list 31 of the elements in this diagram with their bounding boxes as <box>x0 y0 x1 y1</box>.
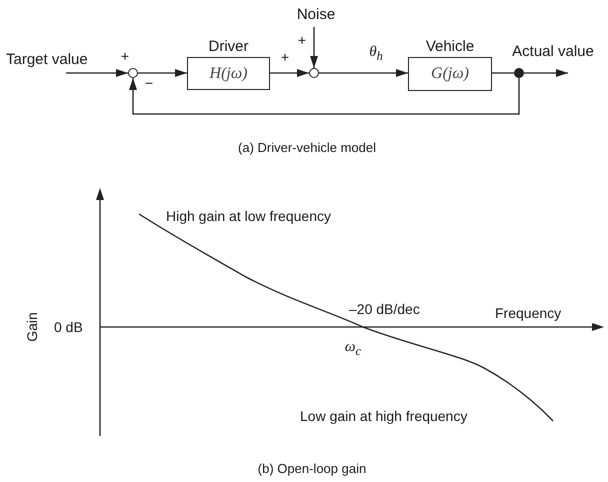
text-label: –20 dB/dec <box>349 300 420 318</box>
signal-arrow <box>319 69 408 77</box>
transfer-function-block: G(jω) <box>408 57 492 91</box>
transfer-function-block: H(jω) <box>187 57 270 90</box>
text-label: − <box>144 74 154 92</box>
figure-caption: (a) Driver-vehicle model <box>238 139 376 157</box>
text-label: + <box>298 31 306 49</box>
summing-junction <box>309 68 319 78</box>
axis-label: 0 dB <box>54 318 83 336</box>
block-heading: Driver <box>208 37 248 57</box>
figure-caption: (b) Open-loop gain <box>258 460 366 478</box>
text-label: High gain at low frequency <box>166 207 331 225</box>
junction-dot <box>514 68 524 78</box>
summing-junction <box>128 68 138 78</box>
text-label: Frequency <box>495 304 562 322</box>
signal-arrow <box>524 69 568 77</box>
block-heading: Vehicle <box>426 37 474 57</box>
signal-arrow <box>66 69 128 77</box>
axis-label: Gain <box>23 312 41 342</box>
signal-arrow <box>310 27 318 68</box>
edge-label: θ$_{h}$ <box>369 43 383 65</box>
text-label: ω$_{c}$ <box>344 338 362 360</box>
signal-label: Noise <box>291 5 341 27</box>
text-label: + <box>280 48 290 66</box>
text-label: + <box>120 47 130 65</box>
text-label: Low gain at high frequency <box>300 407 468 425</box>
signal-label: Actual value <box>500 42 606 73</box>
signal-arrow <box>270 69 309 77</box>
signal-arrow <box>138 69 187 77</box>
signal-arrow <box>129 78 520 115</box>
signal-label: Target value <box>6 50 116 74</box>
